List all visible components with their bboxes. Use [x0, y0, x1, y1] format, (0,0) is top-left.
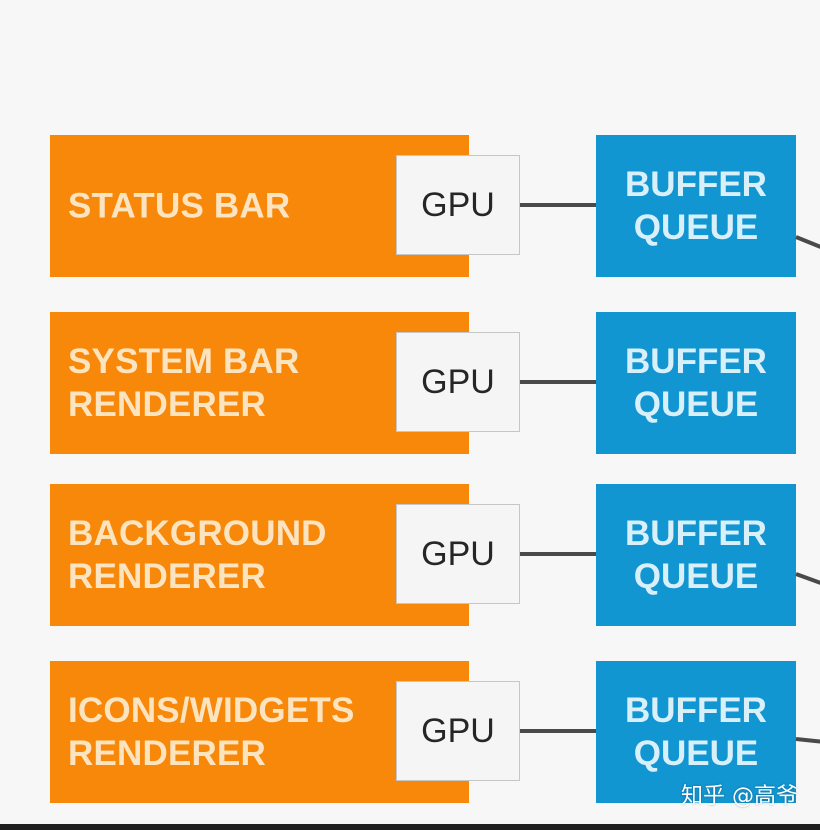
gpu-box: GPU [396, 155, 520, 255]
buffer-queue-box: BUFFER QUEUE [596, 484, 796, 626]
gpu-queue-connector [520, 380, 596, 384]
queue-exit-line [795, 572, 820, 587]
gpu-box: GPU [396, 681, 520, 781]
pipeline-row-status-bar: STATUS BAR GPU BUFFER QUEUE [0, 135, 820, 277]
queue-exit-line [795, 235, 820, 251]
buffer-queue-box: BUFFER QUEUE [596, 135, 796, 277]
gpu-label: GPU [421, 362, 495, 401]
gpu-box: GPU [396, 504, 520, 604]
gpu-queue-connector [520, 552, 596, 556]
gpu-label: GPU [421, 711, 495, 750]
gpu-label: GPU [421, 534, 495, 573]
buffer-queue-box: BUFFER QUEUE [596, 312, 796, 454]
buffer-queue-label: BUFFER QUEUE [625, 165, 767, 247]
gpu-label: GPU [421, 185, 495, 224]
bottom-edge-bar [0, 824, 820, 830]
renderer-label: ICONS/WIDGETS RENDERER [68, 691, 355, 773]
renderer-label: STATUS BAR [68, 186, 291, 226]
buffer-queue-label: BUFFER QUEUE [625, 691, 767, 773]
gpu-box: GPU [396, 332, 520, 432]
gpu-queue-connector [520, 203, 596, 207]
pipeline-row-background: BACKGROUND RENDERER GPU BUFFER QUEUE [0, 484, 820, 626]
pipeline-row-system-bar: SYSTEM BAR RENDERER GPU BUFFER QUEUE [0, 312, 820, 454]
pipeline-row-icons-widgets: ICONS/WIDGETS RENDERER GPU BUFFER QUEUE [0, 661, 820, 803]
buffer-queue-label: BUFFER QUEUE [625, 342, 767, 424]
renderer-label: SYSTEM BAR RENDERER [68, 342, 300, 424]
gpu-queue-connector [520, 729, 596, 733]
buffer-queue-box: BUFFER QUEUE [596, 661, 796, 803]
buffer-queue-label: BUFFER QUEUE [625, 514, 767, 596]
queue-exit-line [795, 737, 820, 745]
renderer-label: BACKGROUND RENDERER [68, 514, 327, 596]
watermark: 知乎 @高爷 [681, 784, 798, 809]
